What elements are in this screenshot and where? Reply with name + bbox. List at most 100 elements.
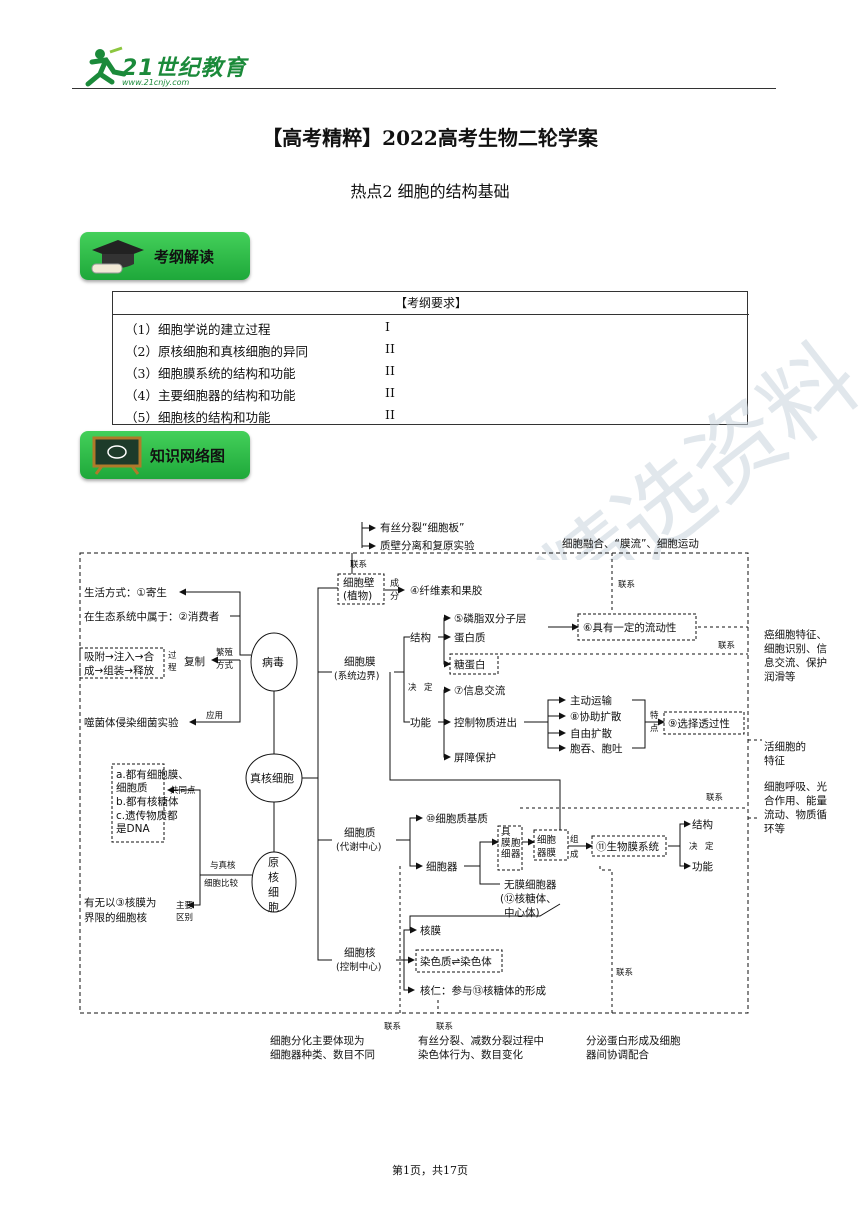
biomembrane-function: 功能 (692, 860, 713, 873)
note-top-right: 细胞融合、“膜流”、细胞运动 (562, 537, 699, 550)
requirement-row: （1）细胞学说的建立过程 (125, 319, 270, 338)
organelle-label: 细胞器 (426, 860, 458, 873)
chromatin-label: 染色质⇌染色体 (420, 955, 492, 968)
compose-label-2: 分 (390, 591, 399, 602)
eukaryote-node: 真核细胞 (250, 771, 294, 785)
endo-exocytosis: 胞吞、胞吐 (570, 743, 623, 755)
virus-ecology: 在生态系统中属于：②消费者 (84, 610, 219, 623)
answer-9: ⑨选择透过性 (668, 717, 730, 730)
right-note-1c: 息交流、保护 (764, 656, 827, 669)
free-diffusion: 自由扩散 (570, 727, 612, 740)
repro-process-1: 吸附→注入→合 (84, 650, 155, 663)
bottom-note-1a: 细胞分化主要体现为 (270, 1034, 365, 1047)
no-membrane-organelle-3: 中心体) (504, 906, 540, 919)
common-a2: 细胞质 (116, 781, 148, 794)
requirement-item: （1）细胞学说的建立过程 (125, 322, 271, 337)
repro-way-label: 繁殖 (216, 647, 234, 658)
logo-text: 21世纪教育 (122, 56, 247, 81)
decide-label: 决 (689, 841, 698, 852)
common-label: 共同点 (170, 786, 196, 796)
repro-process-2: 成→组装→释放 (84, 664, 155, 677)
cell-wall-sub: (植物) (343, 589, 372, 602)
no-membrane-organelle: 无膜细胞器 (504, 878, 557, 891)
common-c2: 是DNA (116, 823, 150, 835)
header-divider (72, 88, 776, 89)
no-membrane-organelle-2: (⑫核糖体、 (500, 892, 557, 905)
requirements-table: 【考纲要求】 （1）细胞学说的建立过程 I （2）原核细胞和真核细胞的异同 II… (112, 291, 749, 425)
nucleus-sub: (控制中心) (336, 961, 381, 973)
repro-way-label-2: 方式 (216, 660, 234, 671)
requirement-item: （4）主要细胞器的结构和功能 (125, 388, 296, 403)
cell-wall-label: 细胞壁 (343, 576, 375, 589)
membrane-sub: (系统边界) (334, 670, 379, 682)
feature-label: 特 (650, 710, 659, 721)
answer-7: ⑦信息交流 (454, 684, 506, 697)
right-note-1a: 癌细胞特征、 (764, 628, 827, 641)
right-note-1b: 细胞识别、信 (764, 642, 827, 655)
answer-11: ⑪生物膜系统 (596, 840, 659, 853)
bottom-note-1b: 细胞器种类、数目不同 (270, 1048, 375, 1061)
virus-node: 病毒 (262, 655, 284, 669)
note-plasmolysis: 质壁分离和复原实验 (380, 539, 475, 552)
membrane-label: 细胞膜 (344, 655, 376, 668)
answer-6: ⑥具有一定的流动性 (583, 621, 676, 634)
bottom-note-2a: 有丝分裂、减数分裂过程中 (418, 1034, 544, 1047)
membrane-organelle-3: 细 (501, 848, 511, 860)
decide-label-2: 定 (424, 682, 433, 693)
application-label: 应用 (206, 710, 223, 721)
live-cell-note: 活细胞的 (764, 740, 806, 753)
label-link: 联系 (706, 792, 723, 803)
right-note-2d: 环等 (764, 822, 785, 835)
compose2-label: 组 (570, 834, 579, 845)
nucleus-note-2: 界限的细胞核 (84, 911, 147, 924)
requirement-level: II (385, 385, 395, 400)
right-note-1d: 润滑等 (764, 670, 796, 683)
requirement-level: II (385, 341, 395, 356)
nucleolus-label: 核仁：参与⑬核糖体的形成 (420, 984, 546, 997)
live-cell-note-2: 特征 (764, 755, 785, 767)
logo-url: www.21cnjy.com (122, 78, 190, 87)
requirement-item: （2）原核细胞和真核细胞的异同 (125, 344, 308, 359)
control-transport: 控制物质进出 (454, 716, 517, 729)
bottom-note-3b: 器间协调配合 (586, 1048, 649, 1061)
organelle-membrane: 细胞 (537, 834, 557, 846)
main-diff-label: 主要 (176, 900, 194, 911)
cytoplasm-label: 细胞质 (344, 826, 376, 839)
right-note-2b: 合作用、能量 (764, 794, 827, 807)
label-link: 联系 (618, 579, 635, 590)
membrane-structure: 结构 (410, 631, 431, 644)
network-banner-title: 知识网络图 (150, 447, 226, 465)
common-b: b.都有核糖体 (116, 795, 179, 808)
blackboard-icon (92, 436, 142, 475)
virus-life-mode: 生活方式：①寄生 (84, 586, 167, 599)
common-a: a.都有细胞膜、 (116, 768, 189, 781)
right-note-2a: 细胞呼吸、光 (764, 780, 827, 793)
membrane-organelle-4: 胞 (511, 837, 521, 849)
decide-label-2: 定 (705, 841, 714, 852)
barrier-protection: 屏障保护 (454, 751, 496, 764)
nucleus-label: 细胞核 (344, 946, 376, 959)
active-transport: 主动运输 (570, 694, 612, 707)
syllabus-banner: 考纲解读 (80, 232, 250, 280)
requirement-level: II (385, 407, 395, 422)
decide-label: 决 (408, 682, 417, 693)
label-link: 联系 (616, 967, 633, 978)
nucleus-note: 有无以③核膜为 (84, 896, 156, 909)
compose-label: 成 (390, 577, 399, 589)
feature-label-2: 点 (650, 724, 659, 734)
requirement-row: （3）细胞膜系统的结构和功能 (125, 363, 295, 382)
requirement-level: II (385, 363, 395, 378)
answer-4: ④纤维素和果胶 (410, 584, 483, 597)
requirements-header: 【考纲要求】 (113, 292, 749, 315)
label-link: 联系 (384, 1021, 401, 1032)
answer-5: ⑤磷脂双分子层 (454, 612, 526, 625)
requirement-row: （2）原核细胞和真核细胞的异同 (125, 341, 308, 360)
logo-runner-icon (85, 46, 127, 87)
prokaryote-3: 细 (268, 886, 279, 899)
bottom-note-2b: 染色体行为、数目变化 (418, 1048, 523, 1061)
syllabus-banner-title: 考纲解读 (154, 248, 215, 266)
requirement-row: （4）主要细胞器的结构和功能 (125, 385, 295, 404)
prokaryote-1: 原 (268, 856, 279, 869)
note-mitosis-cell-plate: 有丝分裂“细胞板” (380, 521, 464, 534)
organelle-membrane-2: 器膜 (537, 848, 557, 859)
